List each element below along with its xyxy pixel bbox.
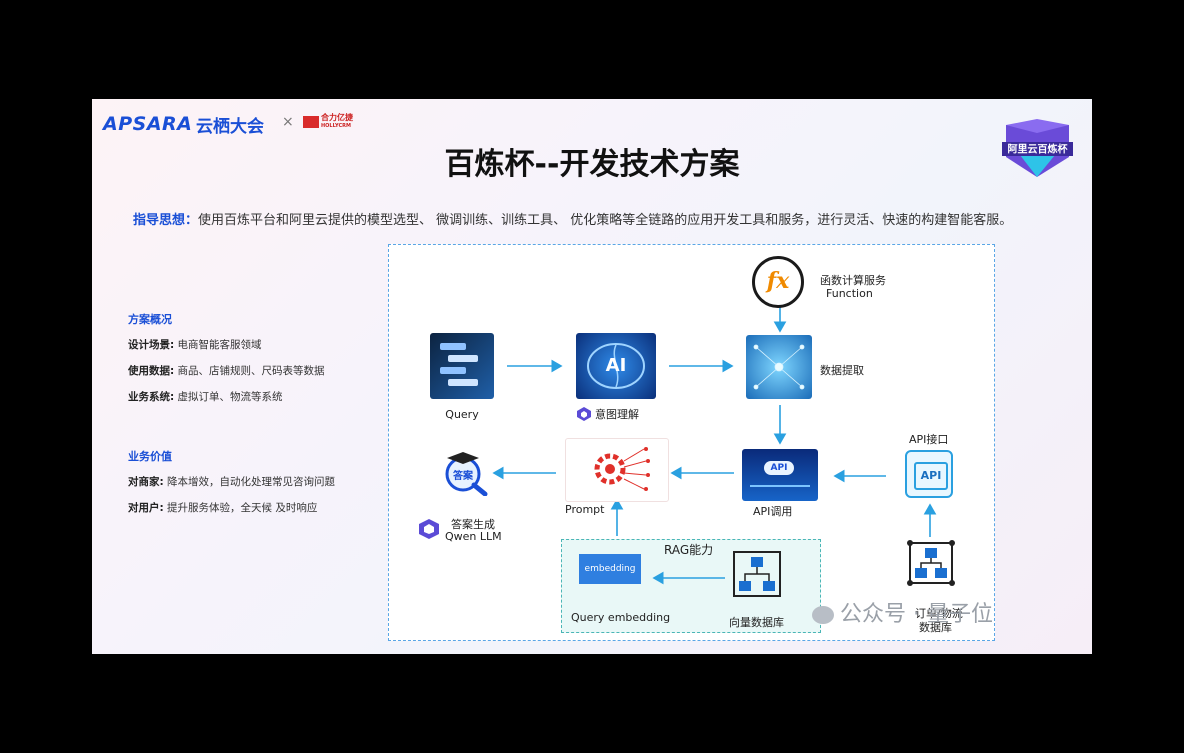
vector-db-label: 向量数据库 [729, 616, 784, 629]
ai-brain-image: AI [576, 333, 656, 399]
query-image [430, 333, 494, 399]
qwen-label: Qwen LLM [445, 530, 502, 543]
hollycrm-logo: 合力亿捷 HOLLYCRM [321, 113, 353, 131]
bailian-cup-badge: 阿里云百炼杯 [1002, 119, 1073, 177]
diagram-arrows [492, 307, 937, 585]
api-port-text: API [914, 462, 948, 490]
guide-text: 使用百炼平台和阿里云提供的模型选型、 微调训练、训练工具、 优化策略等全链路的应… [198, 213, 1013, 228]
answer-icon: 答案 [443, 450, 489, 496]
overview-item: 使用数据: 商品、店铺规则、尺码表等数据 [128, 365, 325, 377]
answer-icon-text: 答案 [453, 471, 473, 482]
badge-text: 阿里云百炼杯 [1008, 143, 1069, 156]
query-embedding-label: Query embedding [571, 611, 671, 624]
order-db-icon [907, 540, 955, 586]
qwen-logo-icon-2 [419, 519, 439, 539]
api-call-image: API [742, 449, 818, 501]
function-icon: fx [752, 256, 804, 308]
page-title: 百炼杯--开发技术方案 [444, 147, 740, 182]
prompt-image [565, 438, 669, 502]
prompt-label: Prompt [565, 503, 605, 516]
value-item: 对商家: 降本增效，自动化处理常见咨询问题 [128, 476, 336, 488]
apsara-logo: APSARA [103, 113, 193, 135]
value-title: 业务价值 [128, 450, 172, 463]
fx-symbol: fx [766, 268, 790, 294]
guide-line: 指导思想：使用百炼平台和阿里云提供的模型选型、 微调训练、训练工具、 优化策略等… [133, 209, 1012, 228]
function-en-label: Function [826, 287, 873, 300]
yunqi-logo-text: 云栖大会 [196, 117, 264, 137]
value-item: 对用户: 提升服务体验，全天候 及时响应 [128, 502, 318, 514]
rag-box [561, 539, 821, 633]
order-db-label-1: 订单/物流 [915, 607, 963, 620]
overview-title: 方案概况 [128, 313, 172, 326]
data-extract-label: 数据提取 [820, 364, 864, 377]
guide-label: 指导思想： [133, 213, 199, 228]
hollycrm-name-en: HOLLYCRM [321, 123, 351, 129]
ai-text: AI [605, 355, 627, 376]
api-port-label: API接口 [909, 433, 949, 446]
vector-db-icon [733, 551, 781, 597]
qwen-logo-icon [577, 406, 591, 421]
answer-gen-label: 答案生成 [451, 518, 495, 531]
order-db-label-2: 数据库 [919, 621, 952, 634]
architecture-diagram: Query AI 意图理解 fx 函数计算服务 Function [388, 244, 995, 641]
query-label: Query [445, 408, 479, 421]
hollycrm-name: 合力亿捷 [321, 113, 353, 122]
api-call-label: API调用 [753, 505, 793, 518]
collab-x: × [282, 114, 294, 130]
api-call-text: API [764, 461, 794, 475]
overview-item: 业务系统: 虚拟订单、物流等系统 [128, 391, 283, 403]
slide: APSARA 云栖大会 × 合力亿捷 HOLLYCRM 阿里云百炼杯 百炼杯--… [92, 99, 1092, 654]
intent-label: 意图理解 [595, 408, 639, 421]
embedding-icon: embedding [579, 554, 641, 584]
wechat-watermark: 公众号 · 量子位 [812, 596, 993, 628]
rag-title: RAG能力 [664, 543, 714, 557]
overview-item: 设计场景: 电商智能客服领域 [128, 339, 262, 351]
function-cn-label: 函数计算服务 [820, 274, 886, 287]
data-extract-image [746, 335, 812, 399]
wechat-icon [812, 606, 834, 624]
hollycrm-logo-mark [303, 116, 319, 128]
api-port-icon: API [905, 450, 953, 498]
